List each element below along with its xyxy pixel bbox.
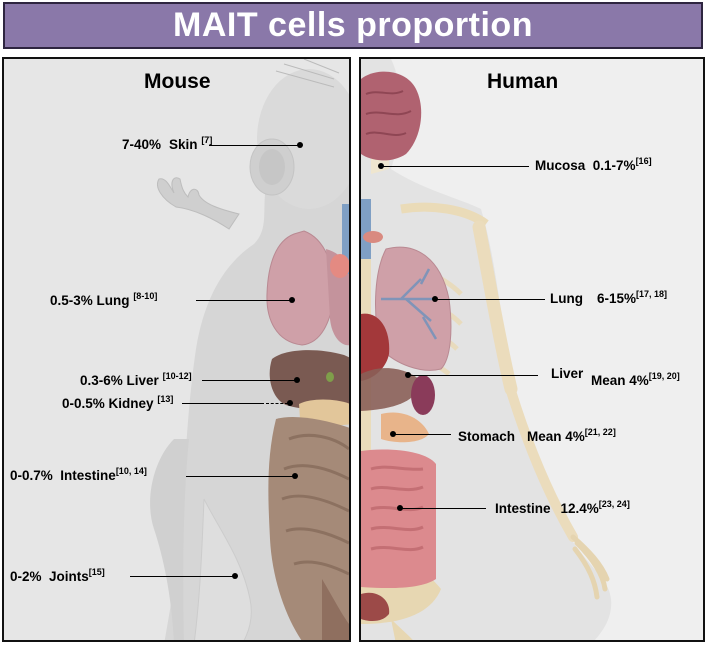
mouse-back bbox=[150, 439, 189, 640]
tissue: Mucosa bbox=[535, 158, 586, 173]
mouse-label-lung: 0.5-3% Lung [8-10] bbox=[50, 291, 158, 309]
pct: 7-40% bbox=[122, 137, 162, 152]
mouse-gallbladder bbox=[326, 372, 334, 382]
mouse-heading: Mouse bbox=[144, 70, 211, 93]
human-liver bbox=[361, 368, 421, 411]
tissue: Lung bbox=[96, 293, 130, 308]
human-label-intestine: Intestine 12.4%[23, 24] bbox=[495, 499, 630, 517]
mouse-illustration bbox=[150, 59, 349, 640]
human-heading: Human bbox=[487, 70, 559, 93]
human-humerus bbox=[472, 220, 518, 396]
human-collarbone bbox=[400, 202, 489, 228]
tissue: Kidney bbox=[108, 396, 154, 411]
pct: Mean 4% bbox=[591, 373, 649, 388]
mouse-label-joints: 0-2% Joints[15] bbox=[10, 567, 105, 585]
human-trachea bbox=[361, 199, 371, 259]
human-leader-mucosa bbox=[381, 166, 529, 167]
mouse-label-skin: 7-40% Skin [7] bbox=[122, 135, 213, 153]
ref: [16] bbox=[635, 156, 652, 166]
human-label-liver-tissue: Liver bbox=[551, 366, 583, 382]
mouse-hind-leg bbox=[193, 498, 252, 640]
mouse-leader-kidney bbox=[182, 403, 264, 404]
mouse-leader-intestine bbox=[186, 476, 294, 477]
pct: 0-2% bbox=[10, 569, 42, 584]
mouse-leader-kidney-dashed bbox=[266, 403, 288, 404]
mouse-marker-intestine bbox=[292, 473, 298, 479]
human-leader-stomach bbox=[393, 434, 451, 435]
mouse-panel: Mouse 7-40% Skin [7] 0.5-3% Lung [8-10] 0… bbox=[2, 57, 351, 642]
mouse-label-liver: 0.3-6% Liver [10-12] bbox=[80, 371, 192, 389]
human-bronchi bbox=[381, 268, 438, 340]
human-thyroid bbox=[363, 231, 383, 243]
human-label-mucosa: Mucosa 0.1-7%[16] bbox=[535, 156, 652, 174]
ref: [10, 14] bbox=[115, 466, 147, 476]
mouse-marker-skin bbox=[297, 142, 303, 148]
mouse-liver bbox=[269, 350, 349, 410]
pct: Mean 4% bbox=[527, 429, 585, 444]
pct: 0.1-7% bbox=[592, 158, 636, 173]
human-panel: Human Mucosa 0.1-7%[16] Lung 6-15%[17, 18… bbox=[359, 57, 705, 642]
ref: [19, 20] bbox=[648, 371, 680, 381]
mouse-ear-inner bbox=[259, 149, 285, 185]
ref: [13] bbox=[157, 394, 174, 404]
mouse-leader-lung bbox=[196, 300, 291, 301]
tissue: Liver bbox=[551, 366, 584, 381]
pct: 12.4% bbox=[560, 501, 599, 516]
mouse-colon bbox=[322, 579, 349, 640]
mouse-label-kidney: 0-0.5% Kidney [13] bbox=[62, 394, 174, 412]
human-brain-folds bbox=[365, 90, 412, 136]
mouse-marker-joints bbox=[232, 573, 238, 579]
human-lung bbox=[375, 246, 452, 371]
mouse-marker-liver bbox=[294, 377, 300, 383]
mouse-label-intestine: 0-0.7% Intestine[10, 14] bbox=[10, 466, 147, 484]
tissue: Stomach bbox=[458, 429, 516, 444]
pct: 0-0.7% bbox=[10, 468, 53, 483]
mouse-leader-liver bbox=[202, 380, 296, 381]
tissue: Skin bbox=[169, 137, 198, 152]
human-label-lung: Lung 6-15%[17, 18] bbox=[550, 289, 668, 307]
human-hand bbox=[570, 534, 610, 600]
human-leader-liver bbox=[408, 375, 538, 376]
pct: 0-0.5% bbox=[62, 396, 105, 411]
pct: 0.3-6% bbox=[80, 373, 123, 388]
ref: [8-10] bbox=[133, 291, 158, 301]
human-colon bbox=[361, 449, 436, 589]
ref: [15] bbox=[88, 567, 105, 577]
human-label-stomach: Stomach Mean 4%[21, 22] bbox=[458, 427, 616, 445]
pct: 0.5-3% bbox=[50, 293, 93, 308]
human-brain bbox=[361, 71, 422, 161]
human-leader-intestine bbox=[400, 508, 486, 509]
tissue: Intestine bbox=[495, 501, 551, 516]
human-femur bbox=[391, 619, 413, 640]
human-forearm bbox=[506, 386, 578, 542]
pct: 6-15% bbox=[597, 291, 637, 306]
tissue: Intestine bbox=[60, 468, 116, 483]
title-bar: MAIT cells proportion bbox=[3, 2, 703, 49]
human-spleen bbox=[411, 375, 435, 415]
mouse-heart bbox=[330, 254, 349, 278]
mouse-paw bbox=[157, 177, 240, 230]
figure-title: MAIT cells proportion bbox=[173, 6, 533, 44]
ref: [23, 24] bbox=[598, 499, 630, 509]
human-illustration bbox=[361, 59, 612, 640]
tissue: Lung bbox=[550, 291, 583, 306]
ref: [21, 22] bbox=[584, 427, 616, 437]
mouse-leader-skin bbox=[209, 145, 299, 146]
mouse-marker-kidney bbox=[287, 400, 293, 406]
mouse-marker-lung bbox=[289, 297, 295, 303]
ref: [17, 18] bbox=[636, 289, 668, 299]
tissue: Liver bbox=[126, 373, 159, 388]
human-label-liver-value: Mean 4%[19, 20] bbox=[591, 371, 680, 389]
ref: [10-12] bbox=[162, 371, 192, 381]
human-leader-lung bbox=[435, 299, 545, 300]
tissue: Joints bbox=[49, 569, 89, 584]
mouse-intestine-loops bbox=[281, 433, 349, 576]
ref: [7] bbox=[201, 135, 213, 145]
human-heart bbox=[361, 313, 390, 381]
human-bladder bbox=[361, 592, 390, 622]
mouse-whiskers bbox=[275, 59, 340, 88]
mouse-leader-joints bbox=[130, 576, 234, 577]
